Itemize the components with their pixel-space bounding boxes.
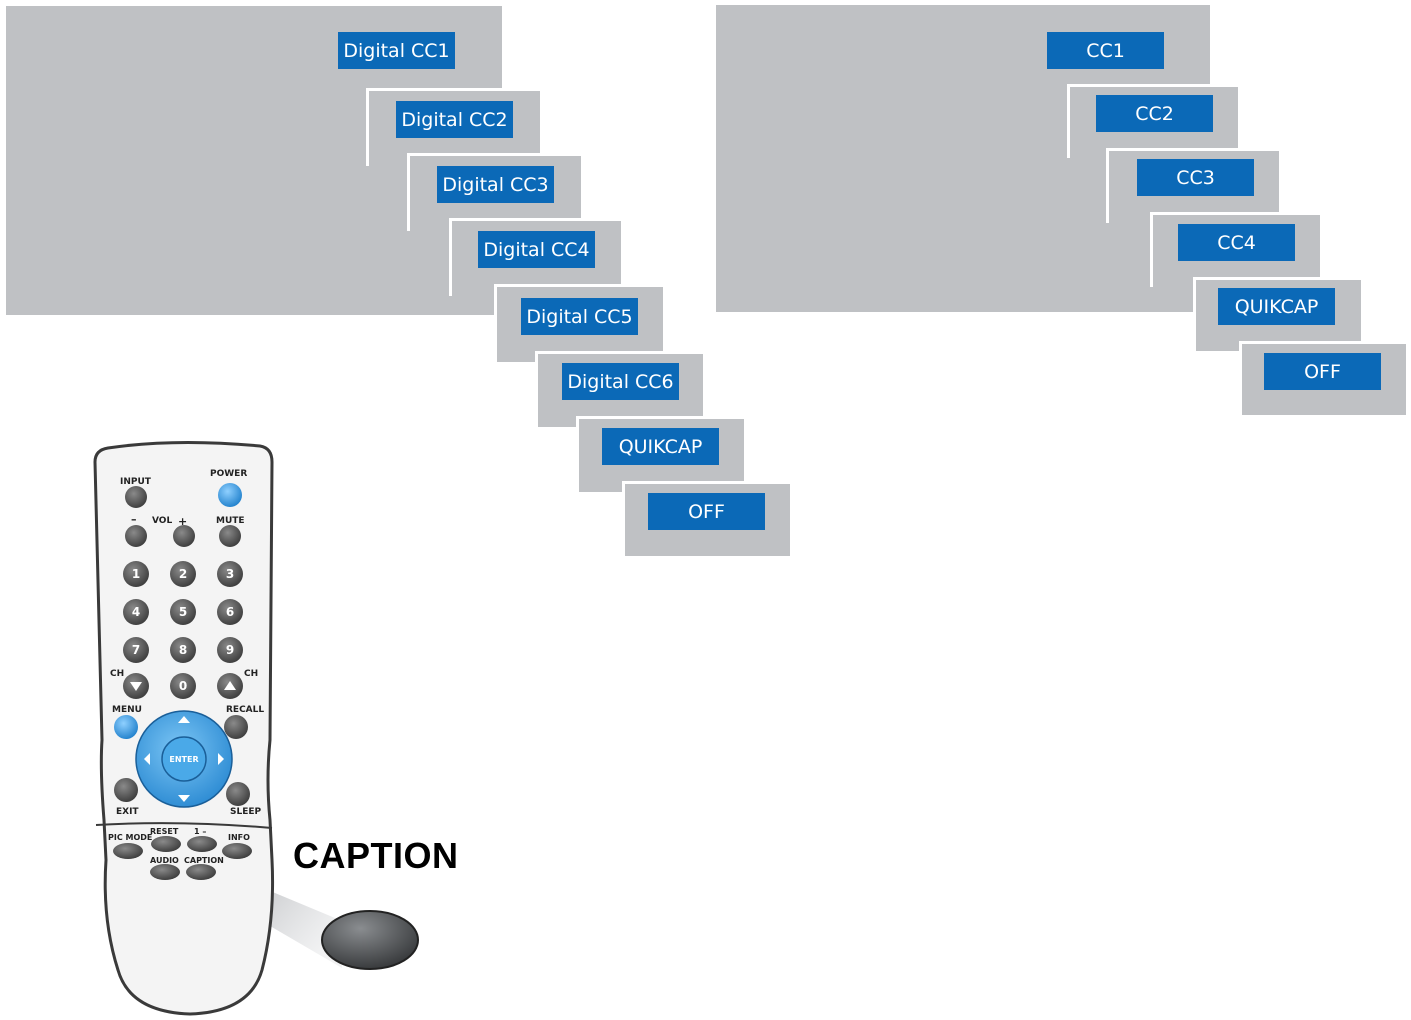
analog-menu-item-3[interactable]: CC3 [1137, 159, 1254, 196]
nav-right-icon [218, 753, 224, 765]
digit-button-1[interactable] [123, 561, 149, 587]
sleep-button[interactable] [226, 782, 250, 806]
digit-button-4[interactable] [123, 599, 149, 625]
analog-menu-item-2[interactable]: CC2 [1096, 95, 1213, 132]
recall-button[interactable] [224, 715, 248, 739]
remote-label-ch-right: CH [244, 669, 258, 679]
audio-button[interactable] [150, 864, 180, 880]
digit-button-7[interactable] [123, 637, 149, 663]
remote-label-pic-mode: PIC MODE [108, 833, 152, 842]
remote-label-reset: RESET [150, 827, 179, 836]
digital-menu-item-3[interactable]: Digital CC3 [437, 166, 554, 203]
remote-label-minus: – [131, 513, 137, 526]
mute-button[interactable] [219, 525, 241, 547]
digit-button-3[interactable] [217, 561, 243, 587]
channel-down-icon [130, 682, 142, 691]
digit-label-8: 8 [179, 643, 187, 657]
remote-label-mute: MUTE [216, 516, 245, 526]
digit-button-8[interactable] [170, 637, 196, 663]
ir-lens-icon [321, 910, 419, 970]
caption-button[interactable] [186, 864, 216, 880]
digit-label-3: 3 [226, 567, 234, 581]
digit-label-6: 6 [226, 605, 234, 619]
remote-label-ch-left: CH [110, 669, 124, 679]
digit-button-6[interactable] [217, 599, 243, 625]
remote-label-power: POWER [210, 469, 247, 479]
pic-mode-button[interactable] [113, 843, 143, 859]
remote-label-recall: RECALL [226, 705, 264, 715]
analog-menu-item-6[interactable]: OFF [1264, 353, 1381, 390]
remote-label-info: INFO [228, 833, 250, 842]
nav-down-icon [178, 795, 190, 802]
digit-button-2[interactable] [170, 561, 196, 587]
digit-label-0: 0 [179, 679, 187, 693]
volume-down-button[interactable] [125, 525, 147, 547]
digital-menu-item-6[interactable]: Digital CC6 [562, 363, 679, 400]
digital-menu-item-8[interactable]: OFF [648, 493, 765, 530]
one-dash-button[interactable] [187, 836, 217, 852]
remote-label-caption: CAPTION [184, 856, 224, 865]
digit-label-1: 1 [132, 567, 140, 581]
digital-menu-item-7[interactable]: QUIKCAP [602, 428, 719, 465]
caption-heading: CAPTION [293, 835, 459, 876]
nav-left-icon [144, 753, 150, 765]
digit-button-9[interactable] [217, 637, 243, 663]
remote-label-one-dash: 1 – [194, 827, 206, 836]
exit-button[interactable] [114, 778, 138, 802]
channel-up-icon [224, 681, 236, 690]
digital-menu-item-4[interactable]: Digital CC4 [478, 231, 595, 268]
analog-menu-item-4[interactable]: CC4 [1178, 224, 1295, 261]
remote-label-audio: AUDIO [150, 856, 179, 865]
analog-menu-item-5[interactable]: QUIKCAP [1218, 288, 1335, 325]
remote-label-exit: EXIT [116, 807, 139, 817]
power-button[interactable] [218, 483, 242, 507]
remote-label-sleep: SLEEP [230, 807, 262, 817]
digit-label-4: 4 [132, 605, 140, 619]
digital-menu-item-2[interactable]: Digital CC2 [396, 101, 513, 138]
digital-menu-item-5[interactable]: Digital CC5 [521, 298, 638, 335]
info-button[interactable] [222, 843, 252, 859]
remote-label-vol: VOL [152, 516, 172, 526]
reset-button[interactable] [151, 836, 181, 852]
remote-control: INPUT POWER – VOL + MUTE 1 2 3 4 5 6 7 8… [93, 440, 419, 1016]
digital-menu-item-1[interactable]: Digital CC1 [338, 32, 455, 69]
digit-button-5[interactable] [170, 599, 196, 625]
enter-label: ENTER [169, 755, 198, 764]
enter-button[interactable] [161, 736, 207, 782]
volume-up-button[interactable] [173, 525, 195, 547]
digit-label-9: 9 [226, 643, 234, 657]
menu-button[interactable] [114, 715, 138, 739]
input-button[interactable] [125, 486, 147, 508]
digit-label-5: 5 [179, 605, 187, 619]
digit-label-2: 2 [179, 567, 187, 581]
digit-buttons [123, 561, 243, 699]
digit-label-7: 7 [132, 643, 140, 657]
remote-label-input: INPUT [120, 477, 152, 487]
remote-label-menu: MENU [112, 705, 142, 715]
analog-menu-item-1[interactable]: CC1 [1047, 32, 1164, 69]
remote-label-plus: + [178, 515, 187, 528]
digit-button-0[interactable] [170, 673, 196, 699]
nav-up-icon [178, 716, 190, 723]
